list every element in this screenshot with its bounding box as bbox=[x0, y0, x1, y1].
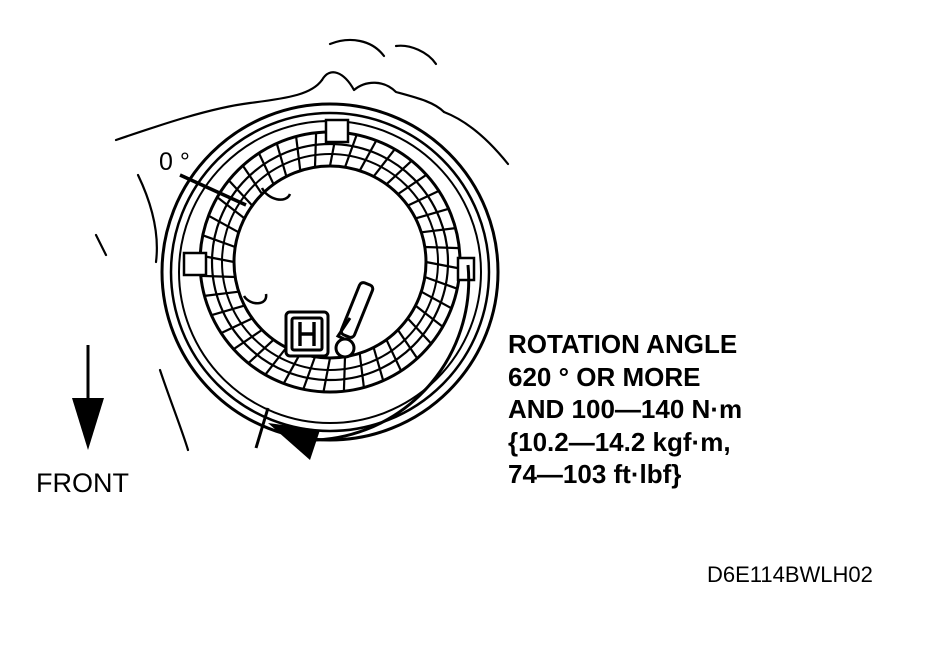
electrical-connector bbox=[284, 310, 330, 358]
rotation-specification: ROTATION ANGLE 620 ° OR MORE AND 100—140… bbox=[508, 328, 742, 491]
serration-mark bbox=[385, 339, 403, 372]
spec-line: 620 ° OR MORE bbox=[508, 361, 701, 392]
spec-line: AND 100—140 N·m bbox=[508, 394, 743, 424]
serration-mark bbox=[385, 159, 413, 186]
counterclockwise-arrow-icon bbox=[254, 264, 471, 460]
serration-mark bbox=[207, 214, 240, 234]
serration-mark bbox=[227, 179, 254, 207]
serration-mark bbox=[420, 290, 453, 310]
serration-mark bbox=[424, 275, 458, 290]
fuel-line-fitting bbox=[334, 281, 375, 359]
arrow-down-icon bbox=[72, 345, 104, 450]
serration-mark bbox=[343, 134, 358, 168]
serration-mark bbox=[322, 357, 332, 393]
serration-mark bbox=[425, 260, 461, 270]
serration-mark bbox=[202, 234, 236, 249]
serration-mark bbox=[415, 207, 449, 220]
serration-mark bbox=[424, 245, 460, 250]
serration-mark bbox=[342, 356, 347, 392]
serration-mark bbox=[372, 347, 385, 381]
serration-mark bbox=[247, 338, 275, 365]
serration-mark bbox=[264, 346, 288, 376]
zero-angle-label: 0 ° bbox=[159, 148, 190, 176]
serration-mark bbox=[313, 132, 318, 168]
tank-body-outline bbox=[94, 38, 510, 452]
spec-line: {10.2—14.2 kgf·m, bbox=[508, 426, 731, 457]
serration-mark bbox=[241, 164, 264, 195]
serration-mark bbox=[406, 317, 433, 345]
serration-mark bbox=[372, 148, 396, 178]
serration-mark bbox=[397, 173, 428, 196]
serration-mark bbox=[204, 290, 239, 297]
serration-mark bbox=[421, 227, 456, 234]
serration-mark bbox=[220, 317, 253, 335]
lock-ring-serrations bbox=[199, 131, 461, 393]
lock-ring-tabs bbox=[182, 118, 476, 305]
serration-mark bbox=[358, 139, 378, 172]
front-label: FRONT bbox=[36, 468, 129, 498]
serration-mark bbox=[232, 328, 263, 351]
serration-mark bbox=[295, 136, 302, 171]
serration-mark bbox=[275, 143, 288, 177]
spec-line: ROTATION ANGLE bbox=[508, 329, 738, 359]
zero-reference-mark bbox=[179, 173, 247, 207]
lock-ring bbox=[198, 130, 462, 394]
spec-line: 74—103 ft·lbf} bbox=[508, 459, 682, 489]
serration-mark bbox=[407, 189, 440, 207]
figure-code: D6E114BWLH02 bbox=[707, 562, 873, 587]
serration-mark bbox=[302, 356, 317, 390]
serration-mark bbox=[414, 304, 444, 328]
serration-mark bbox=[358, 353, 365, 388]
serration-mark bbox=[282, 352, 302, 385]
serration-mark bbox=[211, 304, 245, 317]
serration-mark bbox=[216, 196, 246, 220]
serration-mark bbox=[396, 329, 419, 360]
serration-mark bbox=[257, 152, 275, 185]
